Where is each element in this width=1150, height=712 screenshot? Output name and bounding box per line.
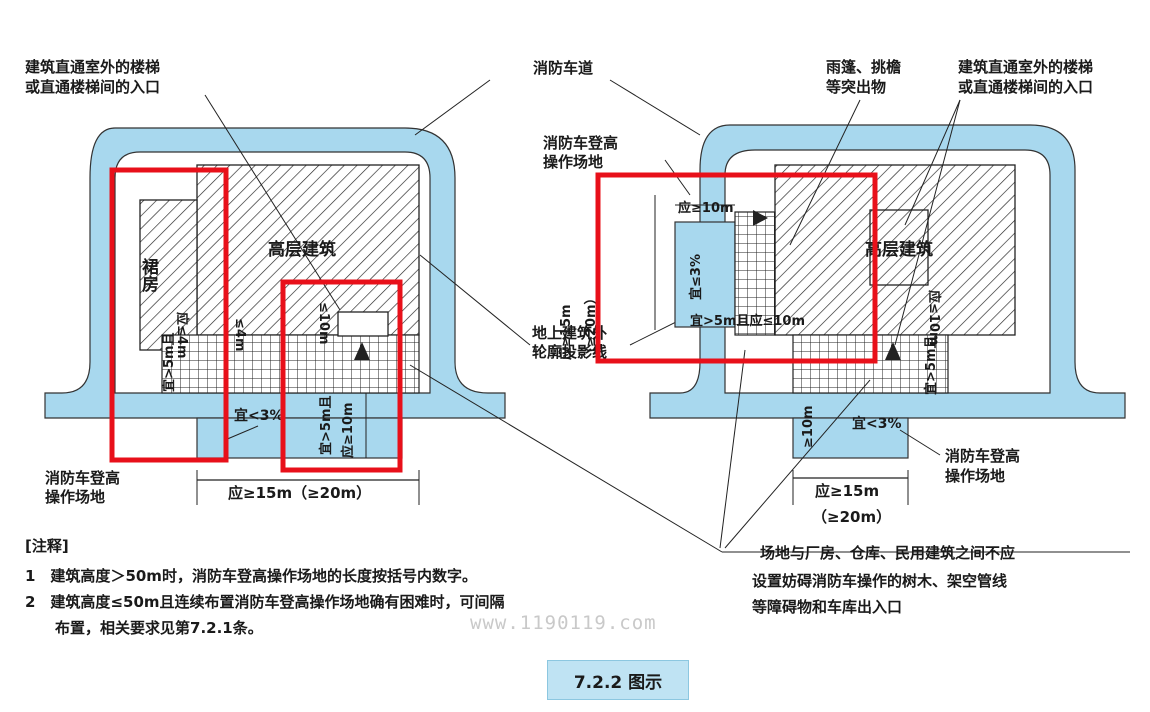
obstacle-label-3: 等障碍物和车库出入口 (752, 598, 902, 616)
right-width-low: ≥10m (801, 405, 816, 448)
right-entrance-arrow (885, 342, 901, 360)
canopy-label-2: 等突出物 (826, 78, 886, 96)
right-width-v: 宜>5m且 (923, 336, 939, 395)
left-highlight-box-1 (109, 167, 229, 463)
note-item-3: 布置，相关要求见第7.2.1条。 (25, 619, 263, 637)
right-area-label-2: 操作场地 (945, 467, 1005, 485)
right-grid-left (734, 211, 776, 336)
obstacle-label-1: 场地与厂房、仓库、民用建筑之间不应 (760, 544, 1015, 562)
figure-caption: 7.2.2 图示 (547, 660, 689, 700)
left-grid-area (161, 334, 420, 394)
left-podium (139, 199, 198, 351)
left-width-label-3: 应≥10m (340, 402, 356, 458)
left-entrance-arrow (354, 342, 370, 360)
outline-label-1: 地上建筑外 (532, 324, 607, 342)
canopy-label-1: 雨篷、挑檐 (826, 58, 901, 76)
left-slope-label: 宜<3% (234, 407, 284, 424)
left-stair-gap: ≤4m (232, 318, 247, 351)
right-stair-label-2: 或直通楼梯间的入口 (958, 78, 1093, 96)
left-stair-label-2: 或直通楼梯间的入口 (25, 78, 160, 96)
outline-label-2: 轮廓投影线 (532, 343, 607, 361)
note-item-1: 1 建筑高度＞50m时，消防车登高操作场地的长度按括号内数字。 (25, 567, 477, 585)
right-stair-label-1: 建筑直通室外的楼梯 (958, 58, 1093, 76)
right-figure: 雨篷、挑檐 等突出物 建筑直通室外的楼梯 或直通楼梯间的入口 高层建筑 应≥10… (409, 58, 1130, 616)
right-len-label-2: （≥20m） (583, 291, 599, 360)
left-width-label-2: 宜>5m且 (318, 396, 334, 455)
left-podium-label: 裙房 (138, 257, 159, 293)
right-grid-bottom (792, 334, 949, 394)
obstacle-label-2: 设置妨碍消防车操作的树木、架空管线 (752, 572, 1007, 590)
road-label: 消防车道 (533, 59, 593, 77)
center-labels: 消防车道 消防车登高 操作场地 地上建筑外 轮廓投影线 (414, 59, 701, 361)
left-width-label-1: 宜>5m且 (161, 333, 177, 392)
right-building-label: 高层建筑 (865, 239, 933, 260)
note-item-2: 2 建筑高度≤50m且连续布置消防车登高操作场地确有困难时，可间隔 (25, 593, 505, 611)
right-len-label-1: 应≥15m (558, 304, 574, 360)
right-gap-label: 宜>5m且应≤10m (690, 313, 805, 329)
left-building-label: 高层建筑 (268, 239, 336, 260)
left-length-dim: 应≥15m（≥20m） (228, 484, 371, 502)
right-fire-lane (649, 124, 1126, 419)
left-podium-depth: 应≤4m (174, 312, 190, 358)
watermark: www.1190119.com (470, 612, 657, 634)
left-stair-label-1: 建筑直通室外的楼梯 (25, 58, 160, 76)
right-slope-v: 宜≤3% (688, 254, 704, 300)
left-area-label-2: 操作场地 (45, 488, 105, 506)
right-length-dim-1: 应≥15m (815, 482, 879, 500)
right-w10-label: 应≥10m (678, 200, 734, 216)
notes-title: [注释] (25, 537, 69, 555)
left-fire-lane (44, 127, 506, 419)
left-gap-label: ≤10m (316, 302, 331, 345)
right-length-dim-2: （≥20m） (812, 508, 891, 526)
right-highlight-box (595, 172, 878, 364)
left-area-label-1: 消防车登高 (45, 469, 120, 487)
right-gap-v: 应≤10m (926, 290, 942, 346)
left-figure: 建筑直通室外的楼梯 或直通楼梯间的入口 高层建筑 裙房 应≤4m ≤4m ≤10… (25, 58, 531, 506)
right-slope-label: 宜<3% (852, 415, 902, 432)
area-top-label-1: 消防车登高 (543, 134, 618, 152)
left-highlight-box-2 (280, 279, 403, 473)
right-area-label-1: 消防车登高 (945, 447, 1020, 465)
area-top-label-2: 操作场地 (543, 153, 603, 171)
